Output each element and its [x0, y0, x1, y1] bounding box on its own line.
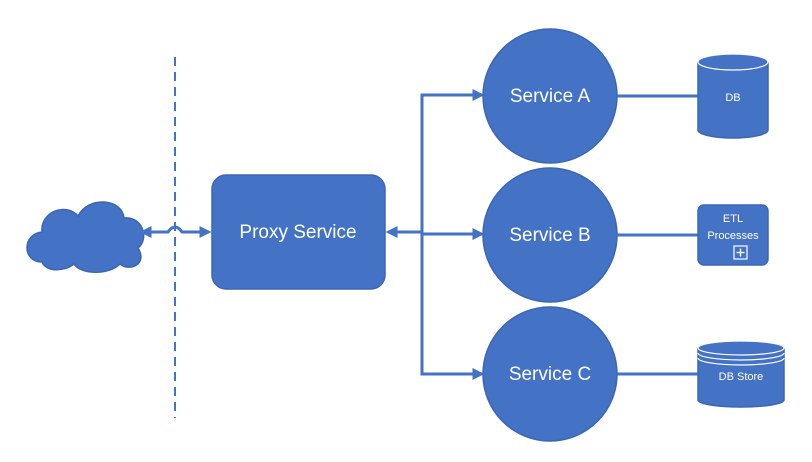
service-c-label: Service C [509, 364, 591, 385]
db-store-cylinder-icon[interactable]: DB Store [697, 340, 785, 408]
service-b-label: Service B [509, 225, 590, 246]
service-c-node[interactable]: Service C [482, 306, 618, 442]
proxy-service-node[interactable]: Proxy Service [211, 174, 386, 290]
service-b-node[interactable]: Service B [482, 167, 618, 303]
service-backend-connectors [617, 94, 698, 376]
service-a-label: Service A [510, 86, 591, 107]
proxy-service-label: Proxy Service [239, 222, 356, 243]
db-cylinder-icon[interactable]: DB [697, 53, 769, 139]
etl-label-line1: ETL [723, 213, 743, 225]
cloud-icon [26, 201, 145, 273]
cloud-proxy-connector [139, 225, 212, 238]
expand-plus-icon[interactable] [733, 245, 748, 260]
proxy-services-connectors [385, 89, 485, 380]
etl-label-line2: Processes [707, 230, 759, 242]
service-a-node[interactable]: Service A [482, 28, 618, 164]
etl-processes-node[interactable]: ETL Processes [697, 204, 769, 266]
db-store-label: DB Store [719, 371, 764, 383]
db-label: DB [725, 92, 740, 104]
